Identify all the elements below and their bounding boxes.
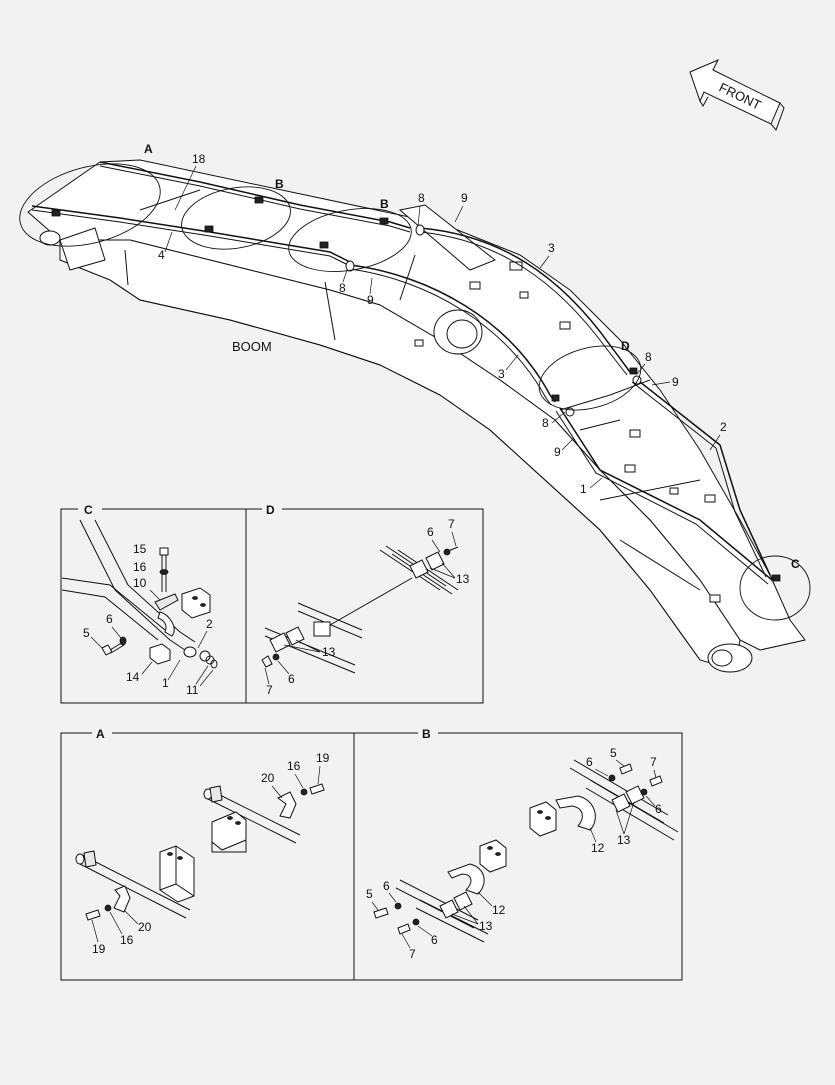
b-callout-6d: 6: [431, 933, 438, 947]
callout-4: 4: [158, 248, 165, 262]
c-callout-11: 11: [186, 683, 199, 697]
b-callout-6a: 6: [586, 755, 593, 769]
callout-9d: 9: [554, 445, 561, 459]
d-callout-6b: 6: [288, 672, 295, 686]
detail-c-title: C: [84, 503, 93, 517]
boom-label: BOOM: [232, 339, 272, 354]
detail-d-title: D: [266, 503, 275, 517]
callout-8a: 8: [418, 191, 425, 205]
d-callout-7a: 7: [448, 517, 455, 531]
b-callout-7: 7: [650, 755, 657, 769]
d-callout-13a: 13: [456, 572, 470, 586]
a-callout-20a: 20: [261, 771, 275, 785]
callout-8d: 8: [542, 416, 549, 430]
c-callout-2: 2: [206, 617, 213, 631]
callout-8c: 8: [645, 350, 652, 364]
b-callout-12b: 12: [492, 903, 506, 917]
callout-1: 1: [580, 482, 587, 496]
c-callout-14: 14: [126, 670, 140, 684]
c-callout-1: 1: [162, 676, 169, 690]
b-callout-12a: 12: [591, 841, 605, 855]
c-callout-5: 5: [83, 626, 90, 640]
callout-8b: 8: [339, 281, 346, 295]
main-callouts: A 18 B B 4 8 9 3 8 9 BOOM 3 D 8 9 8 9 2 …: [144, 142, 800, 571]
detail-c-panel: C 15 16 10 6 5 2: [60, 502, 247, 704]
c-callout-6: 6: [106, 612, 113, 626]
d-callout-13b: 13: [322, 645, 336, 659]
b-callout-13a: 13: [617, 833, 631, 847]
callout-3b: 3: [498, 367, 505, 381]
a-callout-19a: 19: [316, 751, 330, 765]
callout-3a: 3: [548, 241, 555, 255]
b-callout-6b: 6: [655, 802, 662, 816]
c-callout-10: 10: [133, 576, 147, 590]
callout-c: C: [791, 557, 800, 571]
callout-9b: 9: [367, 293, 374, 307]
b-callout-13b: 13: [479, 919, 493, 933]
callout-9a: 9: [461, 191, 468, 205]
detail-circles: [19, 163, 811, 621]
pipe-clamps: [51, 196, 781, 582]
b-callout-5b: 5: [366, 887, 373, 901]
callout-d: D: [621, 339, 630, 353]
weld-pads: [414, 261, 721, 603]
callout-a: A: [144, 142, 153, 156]
c-callout-15: 15: [133, 542, 147, 556]
boom-body: [27, 159, 806, 673]
callout-18: 18: [192, 152, 206, 166]
a-callout-16a: 16: [287, 759, 301, 773]
callout-b2: B: [380, 197, 389, 211]
b-callout-5a: 5: [610, 746, 617, 760]
a-callout-20b: 20: [138, 920, 152, 934]
c-callout-16: 16: [133, 560, 147, 574]
boom-pipes: [31, 161, 781, 585]
a-callout-19b: 19: [92, 942, 106, 956]
d-callout-6a: 6: [427, 525, 434, 539]
detail-d-panel: D 6 7 13 13 6 7: [245, 502, 484, 704]
d-callout-7b: 7: [266, 683, 273, 697]
detail-b-title: B: [422, 727, 431, 741]
a-callout-16b: 16: [120, 933, 134, 947]
b-callout-6c: 6: [383, 879, 390, 893]
front-arrow: FRONT: [689, 59, 785, 131]
callout-2: 2: [720, 420, 727, 434]
b-callout-7b: 7: [409, 947, 416, 961]
callout-9c: 9: [672, 375, 679, 389]
callout-b1: B: [275, 177, 284, 191]
detail-a-title: A: [96, 727, 105, 741]
detail-b-panel: B 5: [353, 726, 683, 981]
detail-a-panel: A 19 16 20 20 1: [60, 726, 355, 981]
